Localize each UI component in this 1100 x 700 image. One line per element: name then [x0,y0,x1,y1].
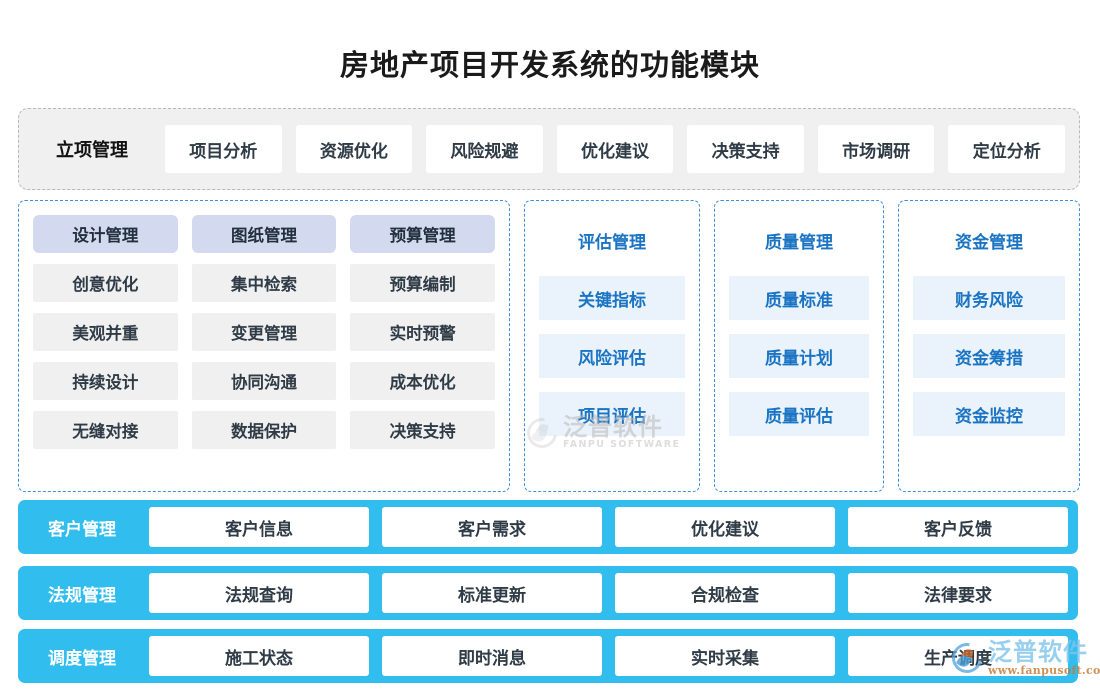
bar-chip[interactable]: 客户需求 [382,507,602,547]
column-item[interactable]: 预算编制 [350,264,496,302]
column-drawing-management: 图纸管理 集中检索 变更管理 协同沟通 数据保护 [191,215,337,479]
panel-header: 评估管理 [578,232,646,253]
panel-item[interactable]: 关键指标 [539,276,685,320]
top-row-container: 立项管理 项目分析 资源优化 风险规避 优化建议 决策支持 市场调研 定位分析 [18,108,1080,190]
bar-chip[interactable]: 生产调度 [848,636,1068,676]
bar-chip[interactable]: 法规查询 [149,573,369,613]
panel-item[interactable]: 项目评估 [539,392,685,436]
column-item[interactable]: 协同沟通 [191,362,337,400]
column-item[interactable]: 集中检索 [191,264,337,302]
panel-item[interactable]: 质量评估 [729,392,869,436]
bottom-bar-customer-management: 客户管理 客户信息 客户需求 优化建议 客户反馈 [18,500,1078,554]
top-row-chip[interactable]: 资源优化 [295,125,413,173]
column-item[interactable]: 决策支持 [350,411,496,449]
bar-chip[interactable]: 法律要求 [848,573,1068,613]
column-item[interactable]: 无缝对接 [33,411,178,449]
bar-chip[interactable]: 合规检查 [615,573,835,613]
bar-label: 客户管理 [48,519,116,540]
bar-chip[interactable]: 优化建议 [615,507,835,547]
bar-chip[interactable]: 施工状态 [149,636,369,676]
top-row-chip[interactable]: 项目分析 [165,125,282,173]
top-row-chip[interactable]: 优化建议 [556,125,674,173]
column-item[interactable]: 美观并重 [33,313,178,351]
top-row-chip[interactable]: 市场调研 [817,125,935,173]
column-header[interactable]: 图纸管理 [191,215,337,253]
bottom-bar-scheduling-management: 调度管理 施工状态 即时消息 实时采集 生产调度 [18,629,1078,683]
bottom-bar-regulation-management: 法规管理 法规查询 标准更新 合规检查 法律要求 [18,566,1078,620]
column-header[interactable]: 预算管理 [350,215,496,253]
panel-quality-management: 质量管理 质量标准 质量计划 质量评估 [714,200,884,492]
panel-item[interactable]: 质量标准 [729,276,869,320]
top-row-chip[interactable]: 定位分析 [948,125,1066,173]
panel-header: 质量管理 [765,232,833,253]
column-header[interactable]: 设计管理 [33,215,178,253]
panel-item[interactable]: 财务风险 [913,276,1065,320]
page-title: 房地产项目开发系统的功能模块 [339,48,760,82]
bar-chip[interactable]: 客户信息 [149,507,369,547]
bar-chip[interactable]: 即时消息 [382,636,602,676]
panel-header: 资金管理 [955,232,1023,253]
column-design-management: 设计管理 创意优化 美观并重 持续设计 无缝对接 [33,215,178,479]
middle-band: 设计管理 创意优化 美观并重 持续设计 无缝对接 图纸管理 集中检索 变更管理 … [18,200,1080,492]
bar-label: 法规管理 [48,585,116,606]
bar-label: 调度管理 [48,648,116,669]
column-item[interactable]: 创意优化 [33,264,178,302]
bar-chip[interactable]: 标准更新 [382,573,602,613]
column-item[interactable]: 实时预警 [350,313,496,351]
panel-item[interactable]: 风险评估 [539,334,685,378]
column-item[interactable]: 持续设计 [33,362,178,400]
bar-chip[interactable]: 实时采集 [615,636,835,676]
column-budget-management: 预算管理 预算编制 实时预警 成本优化 决策支持 [350,215,496,479]
panel-item[interactable]: 资金筹措 [913,334,1065,378]
panel-evaluation-management: 评估管理 关键指标 风险评估 项目评估 [524,200,700,492]
top-row-chip[interactable]: 风险规避 [426,125,543,173]
bar-chip[interactable]: 客户反馈 [848,507,1068,547]
top-row-chip[interactable]: 决策支持 [687,125,804,173]
panel-item[interactable]: 质量计划 [729,334,869,378]
column-item[interactable]: 成本优化 [350,362,496,400]
column-item[interactable]: 变更管理 [191,313,337,351]
panel-fund-management: 资金管理 财务风险 资金筹措 资金监控 [898,200,1080,492]
panel-design-drawing-budget: 设计管理 创意优化 美观并重 持续设计 无缝对接 图纸管理 集中检索 变更管理 … [18,200,510,492]
panel-item[interactable]: 资金监控 [913,392,1065,436]
top-row-label: 立项管理 [56,140,128,161]
column-item[interactable]: 数据保护 [191,411,337,449]
